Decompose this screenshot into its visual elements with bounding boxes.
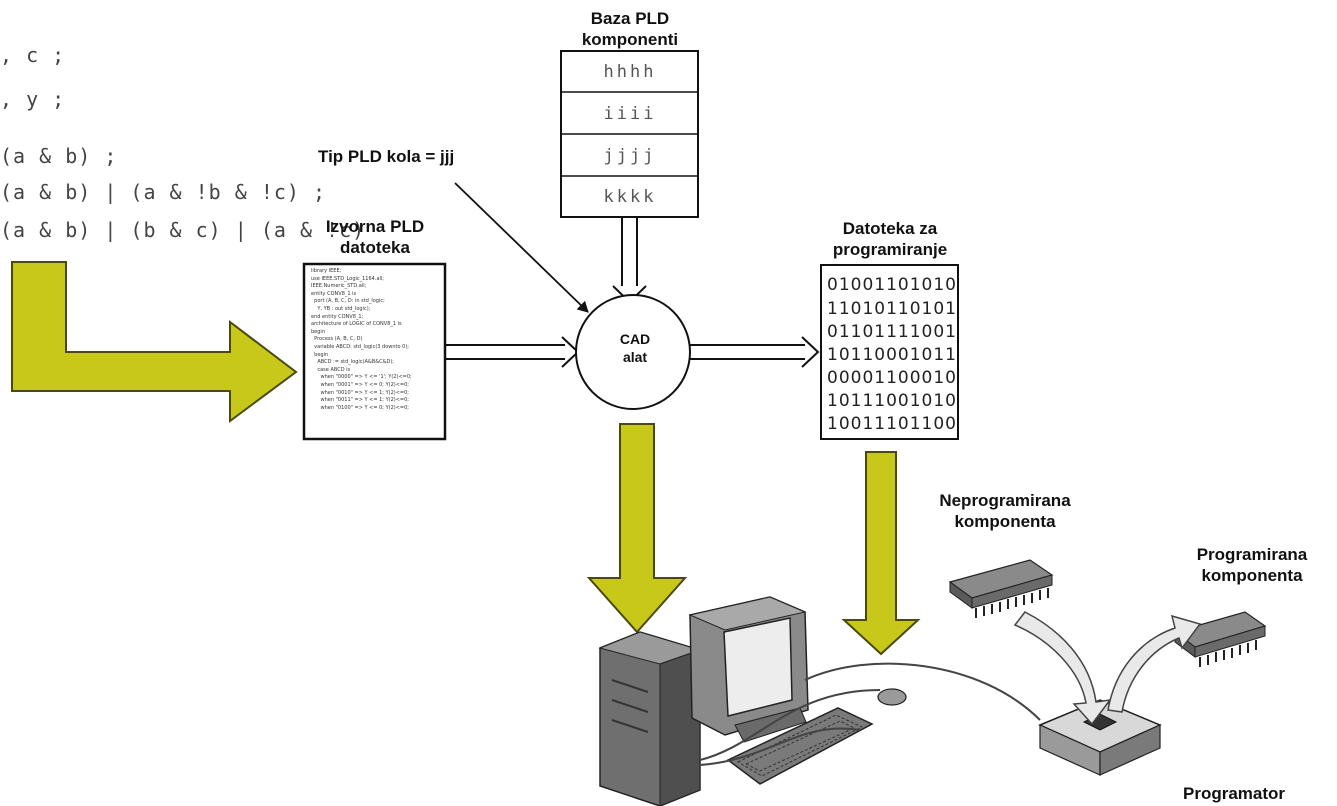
binary-line-5: 00001100010 [827,368,957,388]
programmed-component-label: Programirana komponenta [1172,544,1332,586]
programmed-line-2: komponenta [1201,566,1303,585]
binary-line-6: 10111001010 [827,391,957,411]
pld-database-table [560,50,699,218]
unprogrammed-component-label: Neprogramirana komponenta [920,490,1090,532]
programming-file-title: Datoteka za programiranje [808,218,972,260]
source-file-title-line-1: Izvorna PLD [325,217,425,236]
pld-type-label: Tip PLD kola = jjj [318,147,455,166]
database-entry-4: kkkk [603,187,657,207]
programming-file-title-line-1: Datoteka za [842,219,938,238]
unprogrammed-chip [948,559,1054,618]
database-title-line-1: Baza PLD [590,9,670,28]
cad-label-line-1: CAD [619,331,651,347]
database-title: Baza PLD komponenti [560,8,700,50]
equations-to-source-arrow [11,261,298,423]
database-entry-1: hhhh [603,62,657,82]
source-file-box [302,262,447,441]
binary-line-7: 10011101100 [827,414,957,434]
equation-line-5: (a & b) | (b & c) | (a & !c) [0,218,366,242]
binary-line-1: 01001101010 [827,275,957,295]
source-file-title: Izvorna PLD datoteka [298,216,452,258]
unprogrammed-line-1: Neprogramirana [939,491,1071,510]
equation-line-2: , y ; [0,87,66,111]
file-to-programmer-arrow [841,451,921,656]
programmed-line-1: Programirana [1196,545,1308,564]
binary-line-4: 10110001011 [827,345,957,365]
chip-output-arrow [1107,614,1202,713]
cad-label-line-2: alat [622,349,648,365]
unprogrammed-line-2: komponenta [954,512,1056,531]
cad-tool-label: CAD alat [585,330,685,366]
equation-line-4: (a & b) | (a & !b & !c) ; [0,180,327,204]
chip-insert-arrow [1013,611,1112,726]
computer-illustration [598,596,1041,806]
database-entry-2: iiii [603,104,657,124]
source-file-title-line-2: datoteka [340,238,410,257]
source-to-cad-arrow [445,336,580,368]
binary-line-2: 11010110101 [827,299,957,319]
binary-line-3: 01101111001 [827,322,957,342]
cad-to-programming-file-arrow [690,336,820,368]
database-entry-3: jjjj [603,146,657,166]
source-code-text: library IEEE; use IEEE.STD_Logic_1164.al… [311,268,412,411]
equation-line-1: , c ; [0,43,66,67]
programming-file-title-line-2: programiranje [832,240,948,259]
database-to-cad-arrow [612,217,647,304]
programming-file-box [820,264,959,440]
equation-line-3: (a & b) ; [0,144,118,168]
programmer-label: Programator [1183,784,1286,803]
cad-to-computer-arrow [586,423,688,634]
tip-pld-arrow [454,182,589,313]
database-title-line-2: komponenti [581,30,679,49]
cad-tool-circle [575,294,691,410]
